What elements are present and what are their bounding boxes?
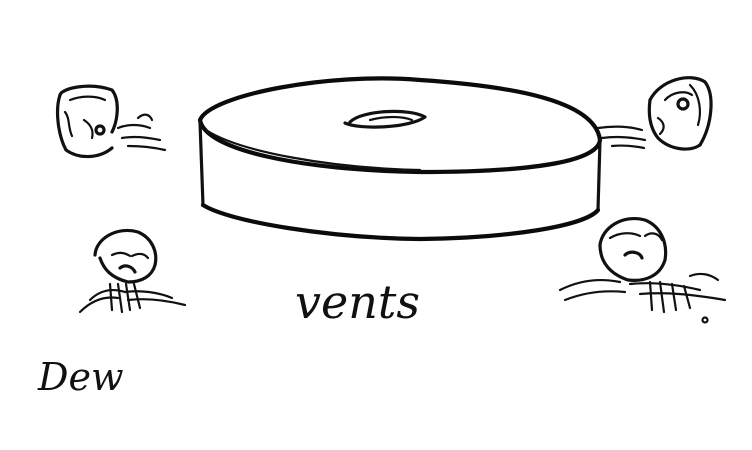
wind-head-upper-right — [598, 78, 711, 149]
dew-label: Dew — [37, 355, 123, 399]
vents-label: vents — [295, 275, 420, 329]
bearded-head-lower-right — [560, 219, 725, 323]
disk-drawing — [200, 78, 600, 239]
wind-head-upper-left — [58, 86, 165, 156]
bearded-head-lower-left — [80, 230, 185, 312]
